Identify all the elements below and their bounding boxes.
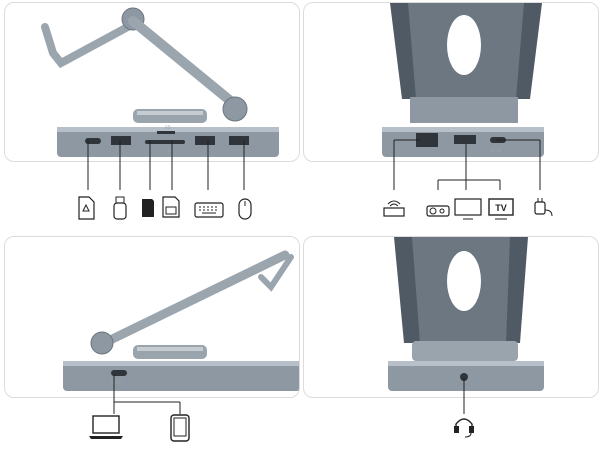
- sd-port-mark: SD: [165, 125, 171, 130]
- projector-icon: [426, 204, 450, 218]
- photo-panel-hub-ports: SD TF: [4, 2, 300, 162]
- host-port-mark: HOST: [111, 380, 123, 385]
- power-adapter-icon: [532, 196, 554, 220]
- tablet-icon: [170, 414, 190, 442]
- photo-panel-hub-audio: [303, 236, 599, 398]
- pd-port-mark: PD IN: [490, 148, 501, 153]
- laptop-icon: [88, 414, 124, 440]
- tv-icon-label: TV: [495, 203, 507, 213]
- sd-card-icon: [76, 196, 96, 220]
- photo-panel-hub-host: HOST: [4, 236, 300, 398]
- hub-stand-photo: SD TF: [41, 7, 279, 157]
- microsd-card-icon: [140, 198, 156, 218]
- tv-icon: TV: [488, 198, 514, 220]
- photo-panel-hub-back: PD IN: [303, 2, 599, 162]
- monitor-icon: [454, 198, 482, 220]
- tf-port-mark: TF: [166, 148, 172, 153]
- usb-drive-icon: [112, 196, 128, 220]
- hub-audio-photo: [388, 237, 544, 391]
- hub-back-photo: PD IN: [382, 3, 544, 157]
- router-icon: [382, 198, 406, 218]
- hub-host-photo: HOST: [63, 250, 299, 391]
- mouse-icon: [238, 198, 252, 220]
- headset-icon: [453, 414, 475, 438]
- keyboard-icon: [194, 202, 224, 218]
- sd-card-icon: [161, 196, 181, 218]
